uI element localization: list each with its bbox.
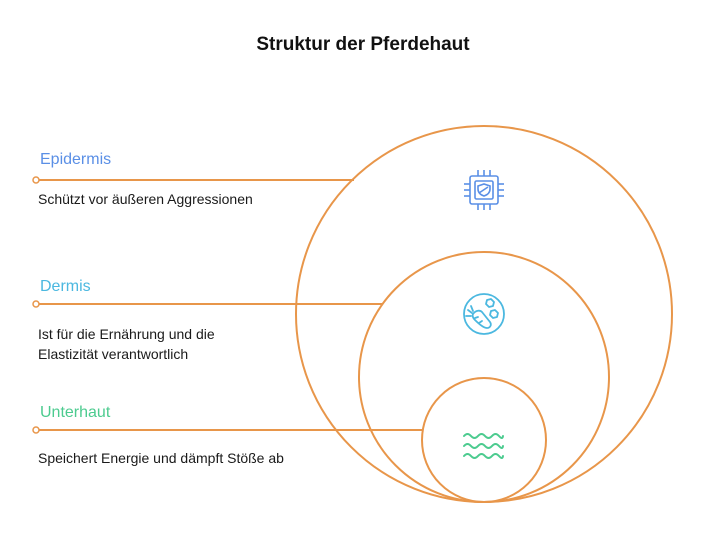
unterhaut-leader <box>32 426 422 434</box>
unterhaut-label: Unterhaut <box>40 404 111 421</box>
epidermis-description: Schützt vor äußeren Aggressionen <box>38 191 253 207</box>
waves-icon <box>463 433 504 459</box>
dermis-description-line2: Elastizität verantwortlich <box>38 346 189 362</box>
dermis-description: Ist für die Ernährung und die Elastizitä… <box>38 324 215 364</box>
dermis-label: Dermis <box>40 278 91 295</box>
epidermis-leader <box>32 176 354 184</box>
unterhaut-description: Speichert Energie und dämpft Stöße ab <box>38 450 284 466</box>
diagram-title: Struktur der Pferdehaut <box>256 34 470 55</box>
dermis-leader <box>32 300 382 308</box>
dermis-description-line1: Ist für die Ernährung und die <box>38 326 215 342</box>
chip-shield-icon <box>464 170 504 210</box>
unterhaut-circle <box>421 377 547 503</box>
epidermis-label: Epidermis <box>40 151 112 168</box>
nutrition-carrot-icon <box>463 293 505 335</box>
